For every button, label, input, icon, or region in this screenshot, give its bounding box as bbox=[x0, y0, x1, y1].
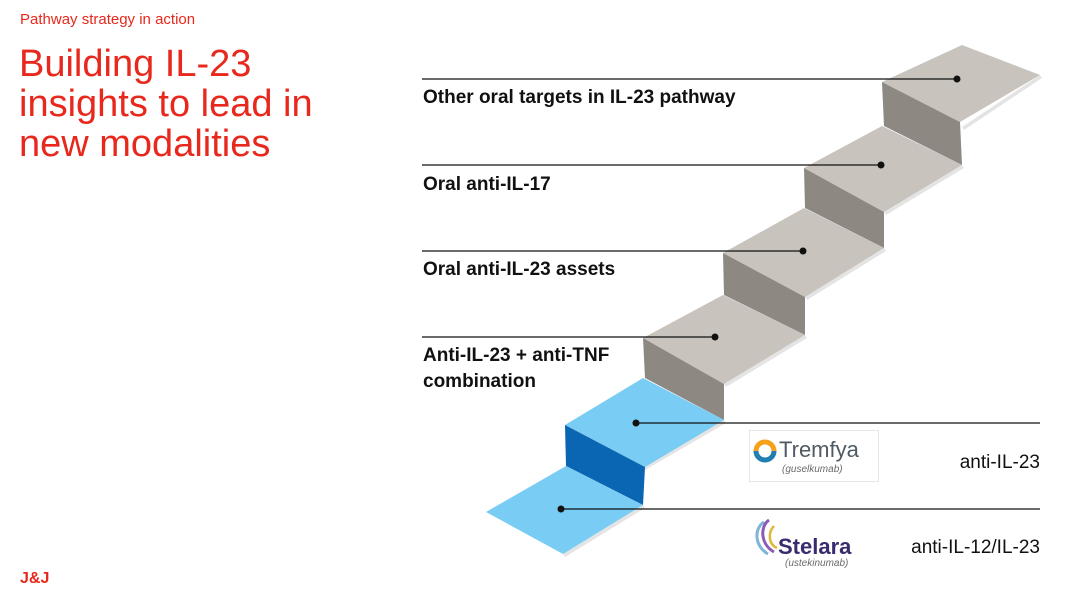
stelara-logo: Stelara (ustekinumab) bbox=[750, 516, 860, 569]
stelara-generic-name: (ustekinumab) bbox=[785, 558, 849, 569]
stelara-mark-icon bbox=[755, 518, 778, 556]
company-logo: J&J bbox=[20, 570, 50, 587]
step-label-oral-anti-il17: Oral anti-IL-17 bbox=[423, 174, 551, 195]
stelara-target: anti-IL-12/IL-23 bbox=[911, 537, 1040, 558]
eyebrow: Pathway strategy in action bbox=[20, 11, 196, 28]
step-label-other-oral-targets: Other oral targets in IL-23 pathway bbox=[423, 87, 736, 108]
step-label-combination: Anti-IL-23 + anti-TNF combination bbox=[423, 345, 610, 392]
tremfya-generic-name: (guselkumab) bbox=[782, 464, 843, 475]
tremfya-target: anti-IL-23 bbox=[959, 452, 1040, 473]
tremfya-brand-name: Tremfya bbox=[779, 437, 859, 462]
step-label-oral-anti-il23: Oral anti-IL-23 assets bbox=[423, 259, 616, 280]
page-title: Building IL-23 insights to lead in new m… bbox=[19, 43, 313, 165]
tremfya-logo: Tremfya (guselkumab) bbox=[749, 430, 879, 482]
tremfya-mark-icon bbox=[753, 439, 777, 463]
stelara-brand-name: Stelara bbox=[778, 534, 852, 559]
